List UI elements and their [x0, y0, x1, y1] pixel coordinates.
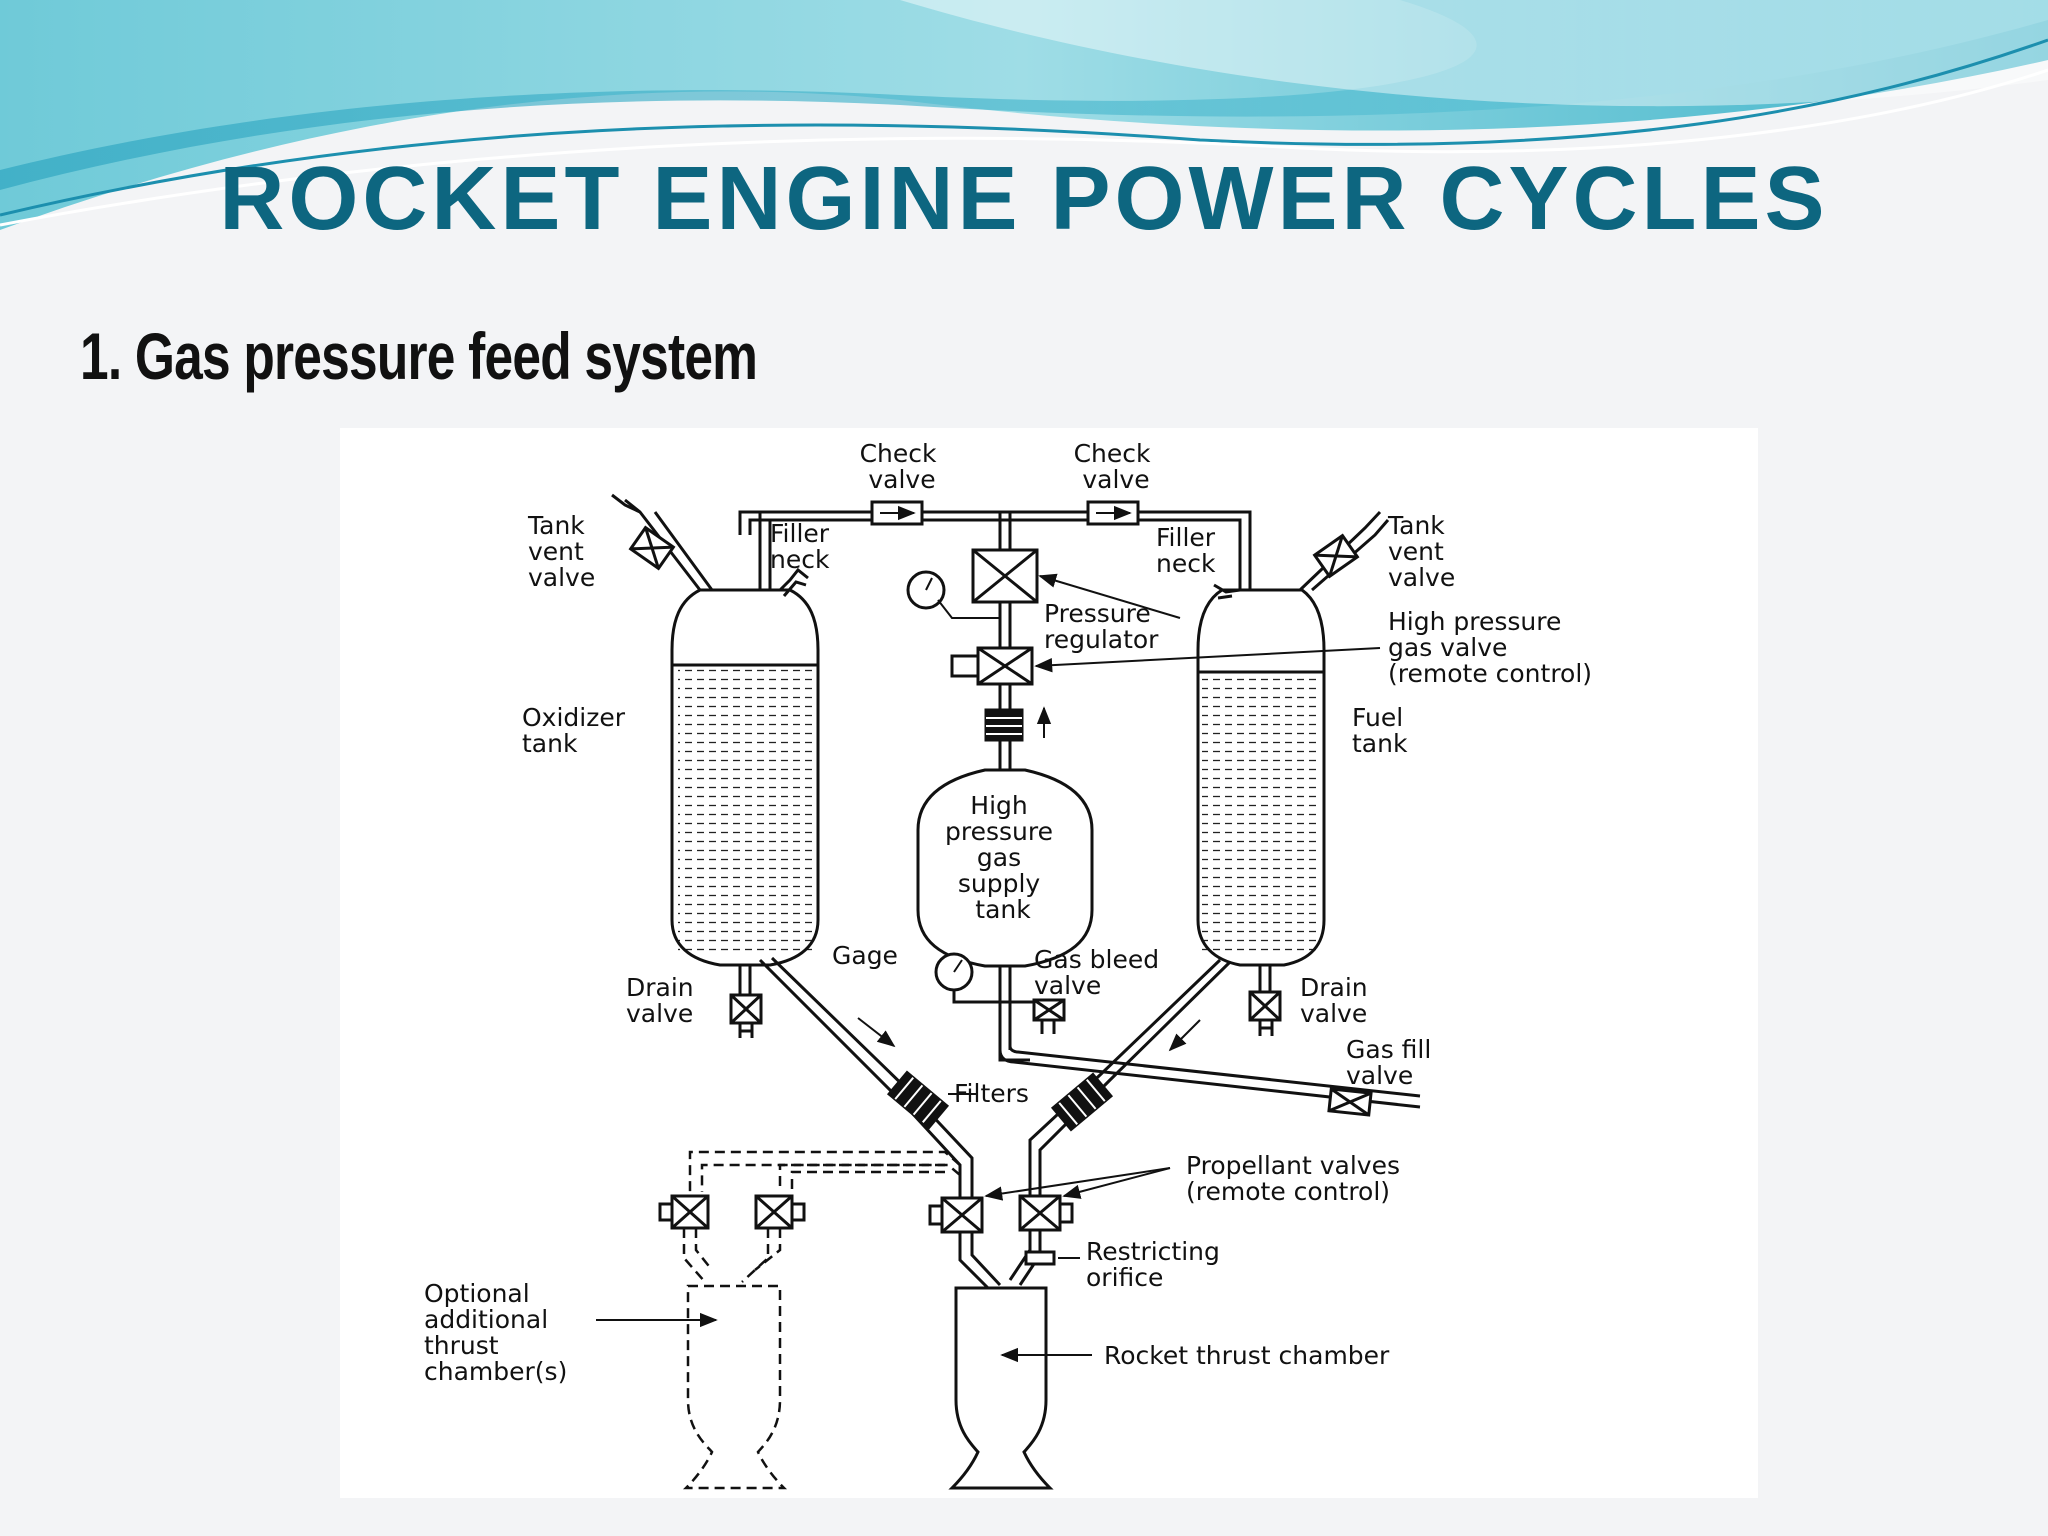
label-check-valve-left: Check valve	[860, 439, 945, 494]
label-drain-valve-left: Drain valve	[626, 973, 702, 1028]
fuel-vent-valve	[1312, 533, 1360, 579]
restricting-orifice	[1024, 1250, 1056, 1266]
regulator-gauge-icon	[906, 570, 1000, 619]
label-tank-vent-valve-left: Tank vent valve	[527, 511, 595, 592]
check-valve-left	[870, 500, 924, 526]
fuel-tank	[1196, 588, 1326, 967]
oxidizer-drain-valve	[729, 993, 763, 1038]
oxidizer-vent-valve	[628, 525, 676, 571]
fuel-propellant-valve	[1018, 1194, 1074, 1232]
gas-supply-tank	[916, 768, 1094, 968]
gas-fill-valve	[1327, 1087, 1373, 1117]
optional-valve-left	[658, 1194, 710, 1230]
label-restricting-orifice: Restricting orifice	[1086, 1237, 1228, 1292]
optional-branch	[682, 1150, 961, 1490]
label-oxidizer-tank: Oxidizer tank	[522, 703, 633, 758]
gas-bleed-valve	[1032, 998, 1066, 1034]
label-tank-vent-valve-right: Tank vent valve	[1387, 511, 1455, 592]
label-gas-fill-valve: Gas fill valve	[1346, 1035, 1439, 1090]
label-optional-chambers: Optional additional thrust chamber(s)	[424, 1279, 567, 1386]
label-gas-bleed-valve: Gas bleed valve	[1034, 945, 1167, 1000]
label-thrust-chamber: Rocket thrust chamber	[1104, 1341, 1390, 1370]
pressure-regulator	[971, 548, 1039, 604]
high-pressure-gas-valve	[950, 646, 1034, 686]
slide-subtitle: 1. Gas pressure feed system	[80, 319, 758, 393]
label-gage: Gage	[832, 941, 898, 970]
oxidizer-tank	[670, 588, 820, 967]
label-drain-valve-right: Drain valve	[1300, 973, 1376, 1028]
slide-title: ROCKET ENGINE POWER CYCLES	[219, 149, 1829, 249]
check-valve-right	[1086, 500, 1140, 526]
oxidizer-filter	[886, 1070, 950, 1130]
fuel-drain-valve	[1248, 990, 1282, 1036]
label-check-valve-right: Check valve	[1074, 439, 1159, 494]
label-filler-neck-left: Filler neck	[770, 519, 837, 574]
optional-valve-right	[754, 1194, 806, 1230]
label-gas-supply-tank: High pressure gas supply tank	[945, 791, 1061, 924]
label-filters: Filters	[954, 1079, 1029, 1108]
diagram-panel	[340, 428, 1758, 1498]
label-propellant-valves: Propellant valves (remote control)	[1186, 1151, 1408, 1206]
rocket-thrust-chamber	[948, 1286, 1054, 1490]
label-high-pressure-gas-valve: High pressure gas valve (remote control)	[1388, 607, 1592, 688]
diagram-labels: Check valve Check valve Tank vent valve …	[424, 439, 1592, 1386]
header-wave	[0, 0, 2048, 230]
label-filler-neck-right: Filler neck	[1156, 523, 1223, 578]
pressure-feed-diagram	[596, 493, 1421, 1490]
label-fuel-tank: Fuel tank	[1352, 703, 1411, 758]
gas-filter-coil	[984, 708, 1024, 742]
label-pressure-regulator: Pressure regulator	[1044, 599, 1159, 654]
oxidizer-propellant-valve	[928, 1196, 984, 1234]
gage-icon	[934, 952, 1000, 1004]
fuel-filter	[1050, 1072, 1114, 1132]
